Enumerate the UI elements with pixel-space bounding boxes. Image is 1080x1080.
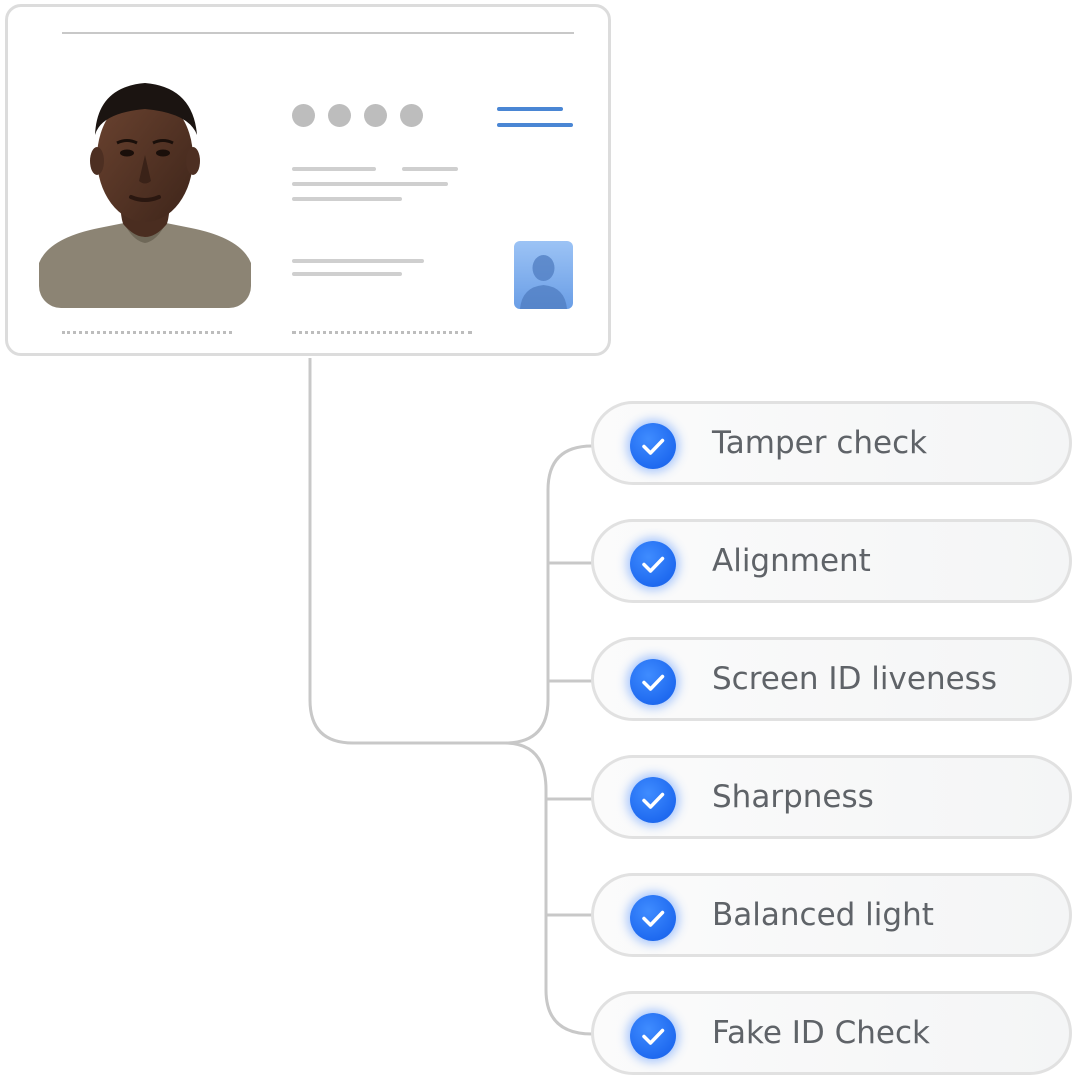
check-label: Balanced light <box>712 897 934 933</box>
check-label: Fake ID Check <box>712 1015 930 1051</box>
mask-dot <box>328 104 351 127</box>
id-card <box>5 4 611 356</box>
checkmark-icon <box>630 777 676 823</box>
checkmark-icon <box>630 541 676 587</box>
check-item-alignment: Alignment <box>591 519 1072 603</box>
check-item-fake-id-check: Fake ID Check <box>591 991 1072 1075</box>
placeholder-text-line <box>292 272 402 276</box>
checkmark-icon <box>630 659 676 705</box>
mask-dot <box>292 104 315 127</box>
mask-dot <box>364 104 387 127</box>
accent-line <box>497 107 563 111</box>
check-label: Screen ID liveness <box>712 661 997 697</box>
accent-line <box>497 123 573 127</box>
placeholder-text-line <box>402 167 458 171</box>
signature-line <box>292 331 472 334</box>
check-label: Sharpness <box>712 779 874 815</box>
check-label: Alignment <box>712 543 871 579</box>
check-item-tamper-check: Tamper check <box>591 401 1072 485</box>
check-label: Tamper check <box>712 425 928 461</box>
person-photo <box>39 73 251 308</box>
card-top-rule <box>62 32 574 34</box>
checkmark-icon <box>630 1013 676 1059</box>
checkmark-icon <box>630 423 676 469</box>
checkmark-icon <box>630 895 676 941</box>
check-item-balanced-light: Balanced light <box>591 873 1072 957</box>
placeholder-text-line <box>292 167 376 171</box>
check-item-sharpness: Sharpness <box>591 755 1072 839</box>
placeholder-text-line <box>292 182 448 186</box>
check-item-screen-id-liveness: Screen ID liveness <box>591 637 1072 721</box>
placeholder-text-line <box>292 259 424 263</box>
avatar-icon <box>514 241 573 309</box>
placeholder-text-line <box>292 197 402 201</box>
mask-dot <box>400 104 423 127</box>
signature-line <box>62 331 232 334</box>
